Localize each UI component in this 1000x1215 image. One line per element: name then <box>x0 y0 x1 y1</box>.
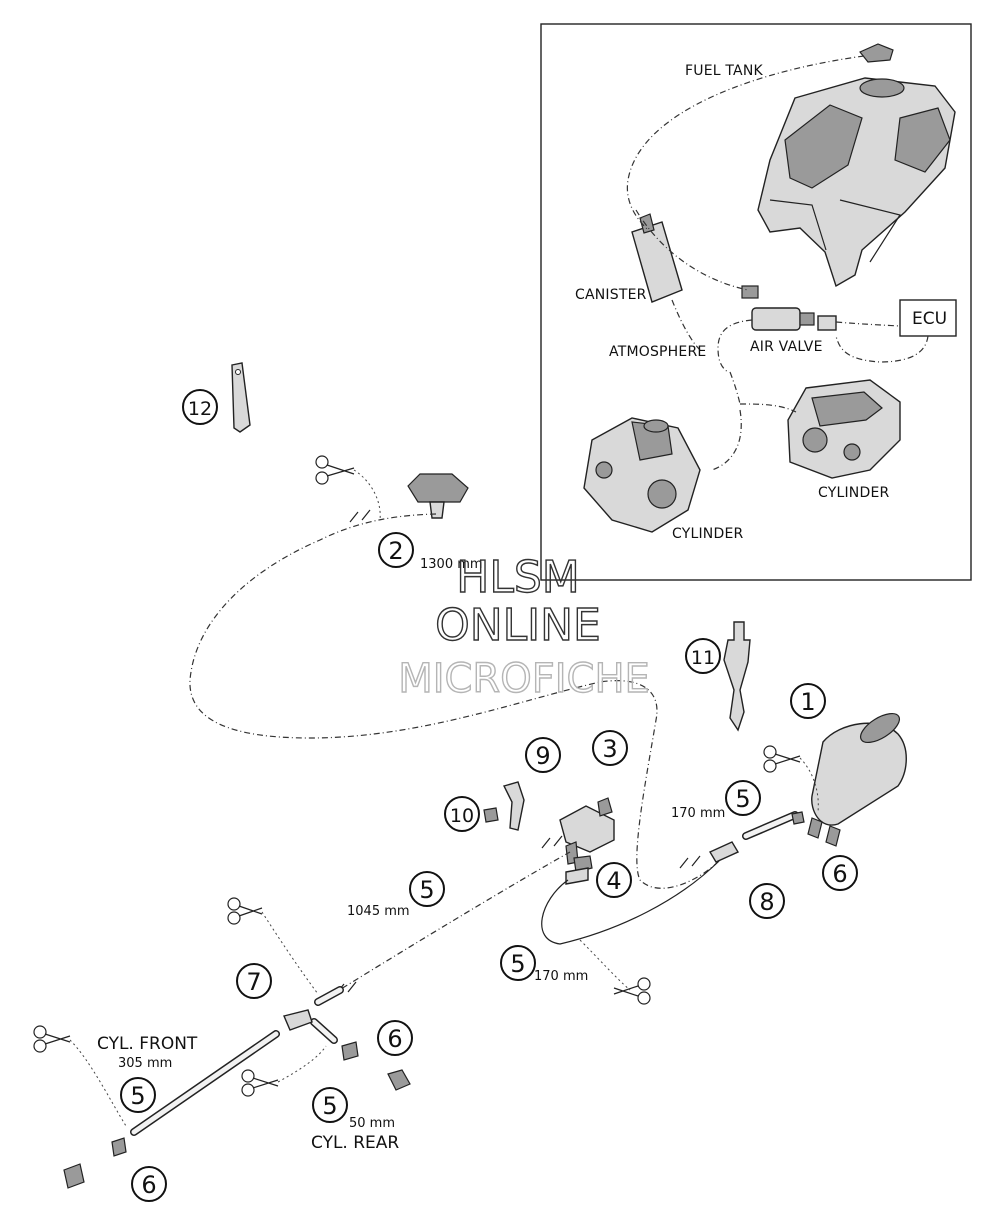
part-6-clamp <box>111 1137 127 1157</box>
callout-9: 9 <box>525 737 561 773</box>
svg-text:HLSM: HLSM <box>456 552 580 603</box>
dim-hose-5-mid: 1045 mm <box>347 904 410 919</box>
part-7-tee <box>283 1009 313 1031</box>
svg-text:11: 11 <box>691 647 715 669</box>
scissors-icon <box>241 1069 279 1097</box>
part-10-screw <box>483 807 499 823</box>
svg-text:1: 1 <box>800 688 815 716</box>
part-6-clamp <box>341 1041 359 1061</box>
inset-hose-canister-atm <box>671 299 701 351</box>
part-8-connector <box>708 841 740 863</box>
inset-hose-tank-valve <box>635 209 749 291</box>
callout-11: 11 <box>685 638 721 674</box>
part-1-canister <box>807 712 907 847</box>
part-2-filler-cap <box>407 473 469 519</box>
callout-3: 3 <box>592 730 628 766</box>
svg-text:6: 6 <box>141 1171 156 1199</box>
inset-frame <box>540 23 972 581</box>
svg-text:7: 7 <box>246 968 261 996</box>
inset-hose-to-rear <box>739 403 797 413</box>
callout-1: 1 <box>790 683 826 719</box>
scissors-icon <box>315 455 355 485</box>
svg-text:5: 5 <box>735 785 750 813</box>
label-ecu: ECU <box>912 309 947 329</box>
callout-12: 12 <box>182 389 218 425</box>
inset-hose-ecu-loop <box>835 335 929 363</box>
svg-text:8: 8 <box>759 888 774 916</box>
inset-hose-canister-valve <box>717 319 753 373</box>
dim-hose-5-top: 170 mm <box>671 806 725 821</box>
cylinder-rear-drawing <box>787 379 901 479</box>
callout-5-front: 5 <box>120 1077 156 1113</box>
inset-hose-valve-ecu <box>835 321 901 327</box>
part-11-breather <box>723 621 751 732</box>
dim-hose-5-front: 305 mm <box>118 1056 172 1071</box>
label-cyl-front: CYL. FRONT <box>97 1034 198 1054</box>
callout-6-canister: 6 <box>822 855 858 891</box>
part-12-tool <box>231 362 251 433</box>
svg-text:5: 5 <box>322 1092 337 1120</box>
svg-text:5: 5 <box>130 1082 145 1110</box>
inset-hose-tank-canister <box>626 55 865 231</box>
hose-5-low <box>541 859 721 945</box>
callout-10: 10 <box>444 796 480 832</box>
canister-drawing <box>631 213 683 303</box>
callout-6-front: 6 <box>131 1166 167 1202</box>
scissors-icon <box>763 745 801 773</box>
scissors-icon <box>227 897 263 925</box>
nipple-fitting <box>387 1069 411 1091</box>
svg-text:10: 10 <box>450 805 474 827</box>
callout-5-top: 5 <box>725 780 761 816</box>
tank-cap-icon <box>859 43 894 63</box>
part-3-valve <box>559 797 615 865</box>
inset-schematic: FUEL TANK CANISTER ATMOSPHERE AIR VALVE … <box>540 23 972 581</box>
svg-text:6: 6 <box>832 860 847 888</box>
label-fuel-tank: FUEL TANK <box>685 63 764 79</box>
svg-text:2: 2 <box>388 537 403 565</box>
inset-hose-down <box>729 371 741 405</box>
fuel-tank-drawing <box>757 43 956 288</box>
svg-text:3: 3 <box>602 735 617 763</box>
label-canister: CANISTER <box>575 287 647 303</box>
label-cylinder-rear: CYLINDER <box>818 485 890 501</box>
part-6-clamp <box>791 811 805 825</box>
air-valve-drawing <box>741 285 837 331</box>
callout-5-rear: 5 <box>312 1087 348 1123</box>
inset-hose-to-front <box>711 409 742 471</box>
label-atmosphere: ATMOSPHERE <box>609 344 706 360</box>
label-cyl-rear: CYL. REAR <box>311 1133 399 1153</box>
cylinder-front-drawing <box>583 417 701 533</box>
svg-text:ONLINE: ONLINE <box>435 600 601 651</box>
svg-text:4: 4 <box>606 867 621 895</box>
nipple-fitting <box>63 1163 85 1189</box>
callout-4: 4 <box>596 862 632 898</box>
filler-neck <box>859 78 905 98</box>
dim-hose-2: 1300 mm <box>420 557 483 572</box>
svg-text:9: 9 <box>535 742 550 770</box>
scissors-icon <box>613 977 651 1005</box>
svg-text:12: 12 <box>188 398 212 420</box>
dim-hose-5-low: 170 mm <box>534 969 588 984</box>
callout-5-low: 5 <box>500 945 536 981</box>
callout-8: 8 <box>749 883 785 919</box>
svg-text:5: 5 <box>510 950 525 978</box>
hose-5-mid <box>319 851 571 1003</box>
callout-7: 7 <box>236 963 272 999</box>
label-air-valve: AIR VALVE <box>750 339 823 355</box>
watermark: HLSM ONLINE MICROFICHE <box>397 551 650 702</box>
part-4-fitting <box>565 855 593 885</box>
hose-2-loop <box>189 513 721 889</box>
svg-text:6: 6 <box>387 1025 402 1053</box>
callout-2: 2 <box>378 532 414 568</box>
svg-text:5: 5 <box>419 876 434 904</box>
callout-6-rear: 6 <box>377 1020 413 1056</box>
part-9-bracket <box>502 781 525 831</box>
scissors-icon <box>33 1025 71 1053</box>
dim-hose-5-rear: 50 mm <box>349 1116 395 1131</box>
callout-5-mid: 5 <box>409 871 445 907</box>
label-cylinder-front: CYLINDER <box>672 526 744 542</box>
svg-text:MICROFICHE: MICROFICHE <box>398 656 650 702</box>
